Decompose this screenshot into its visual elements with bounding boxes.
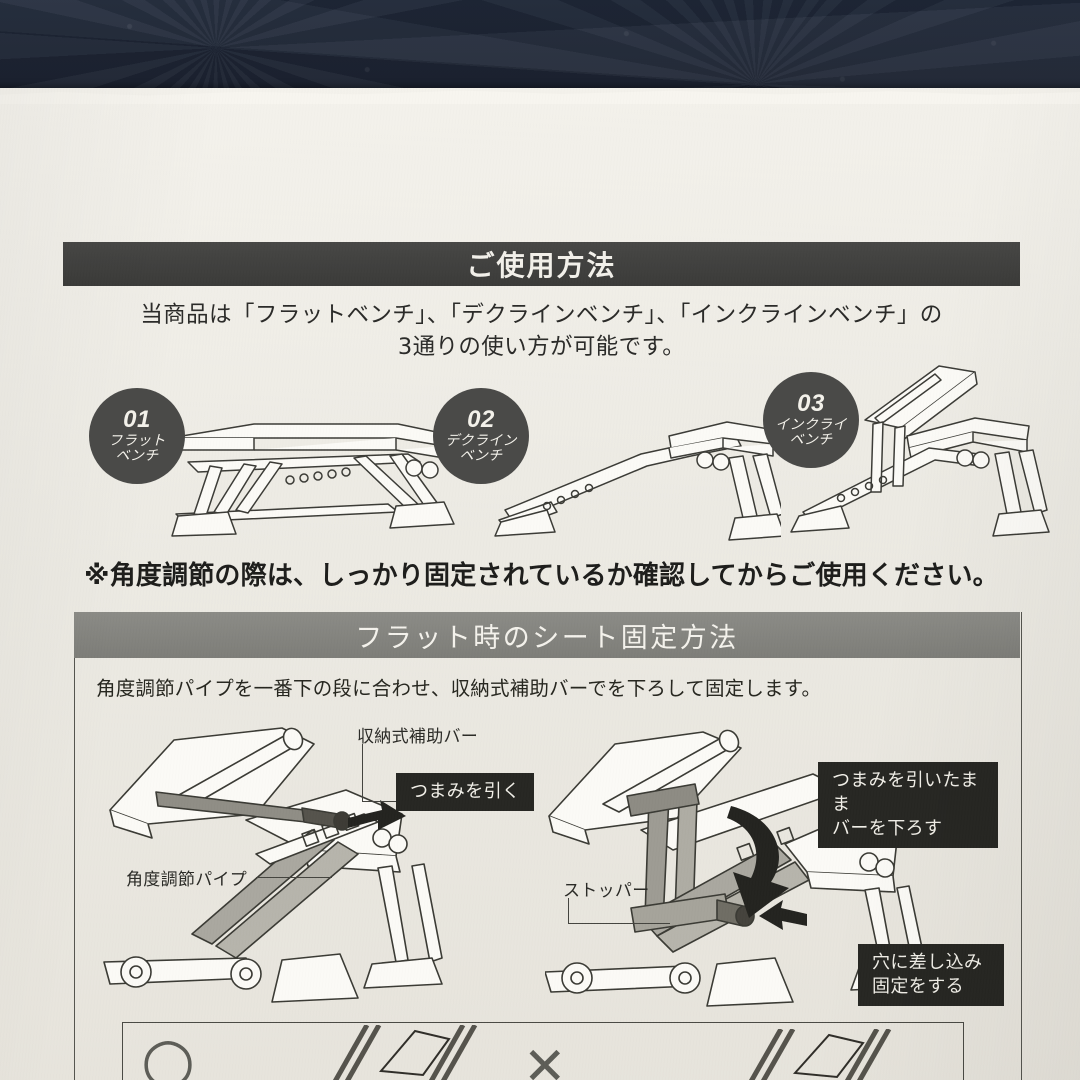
- label-retractable-bar: 収納式補助バー: [357, 727, 479, 747]
- leader-line-stopper: [568, 898, 570, 924]
- mode-badge-01-line2: ベンチ: [115, 448, 159, 465]
- angle-adjustment-warning: ※角度調節の際は、しっかり固定されているか確認してからご使用ください。: [84, 561, 999, 591]
- paper-top-edge: [0, 90, 1080, 104]
- ok-ng-comparison-box: ○ ✕: [122, 1022, 964, 1080]
- bench-illustration-decline: [491, 414, 781, 544]
- mode-badge-03-line1: インクライ: [775, 416, 847, 433]
- mode-badge-02-number: 02: [467, 405, 495, 433]
- section-header-flat-lock-title: フラット時のシート固定方法: [355, 622, 739, 654]
- ok-bar-hatching-illustration: [332, 1025, 478, 1080]
- usage-lead-line-1: 当商品は「フラットベンチ」、「デクラインベンチ」、「インクラインベンチ」の: [140, 302, 943, 328]
- usage-lead-text: 当商品は「フラットベンチ」、「デクラインベンチ」、「インクラインベンチ」の 3通…: [63, 300, 1020, 364]
- section-header-flat-lock: フラット時のシート固定方法: [74, 612, 1020, 658]
- flat-lock-lead-text: 角度調節パイプを一番下の段に合わせ、収納式補助バーでを下ろして固定します。: [96, 677, 822, 700]
- step-diagram-pull-knob: [96, 722, 516, 1022]
- section-header-usage-title: ご使用方法: [466, 249, 617, 282]
- usage-lead-line-2: 3通りの使い方が可能です。: [397, 333, 686, 360]
- callout-pull-knob: つまみを引く: [396, 773, 535, 811]
- leader-line-retractable-bar-h: [362, 801, 418, 803]
- ng-bar-hatching-illustration: [748, 1029, 892, 1080]
- callout-lower-bar-while-pulling: つまみを引いたまま バーを下ろす: [818, 762, 998, 848]
- bench-illustration-flat: [158, 410, 458, 540]
- leader-line-angle-pipe: [256, 877, 332, 879]
- mode-badge-01-line1: フラット: [108, 432, 166, 449]
- mode-badge-02-line2: ベンチ: [459, 448, 503, 465]
- mode-badge-02-line1: デクライン: [445, 432, 517, 449]
- bench-illustration-incline: [779, 362, 1069, 542]
- label-angle-adjustment-pipe: 角度調節パイプ: [126, 870, 248, 890]
- label-stopper: ストッパー: [563, 881, 650, 901]
- leader-line-stopper-h: [568, 923, 670, 925]
- mode-badge-03: 03 インクライ ベンチ: [763, 372, 859, 468]
- usage-modes-row: 01 フラット ベンチ: [63, 365, 1050, 547]
- ok-symbol: ○: [141, 1023, 196, 1080]
- callout-insert-into-hole: 穴に差し込み 固定をする: [858, 944, 1004, 1006]
- leader-line-retractable-bar: [362, 744, 364, 802]
- flat-seat-lock-panel: [74, 612, 1022, 1080]
- mode-badge-01-number: 01: [123, 405, 151, 433]
- mode-badge-02: 02 デクライン ベンチ: [433, 388, 529, 484]
- mode-badge-03-number: 03: [797, 389, 825, 417]
- mode-badge-03-line2: ベンチ: [789, 432, 833, 449]
- ng-symbol: ✕: [523, 1037, 567, 1080]
- section-header-usage: ご使用方法: [63, 242, 1020, 286]
- mode-badge-01: 01 フラット ベンチ: [89, 388, 185, 484]
